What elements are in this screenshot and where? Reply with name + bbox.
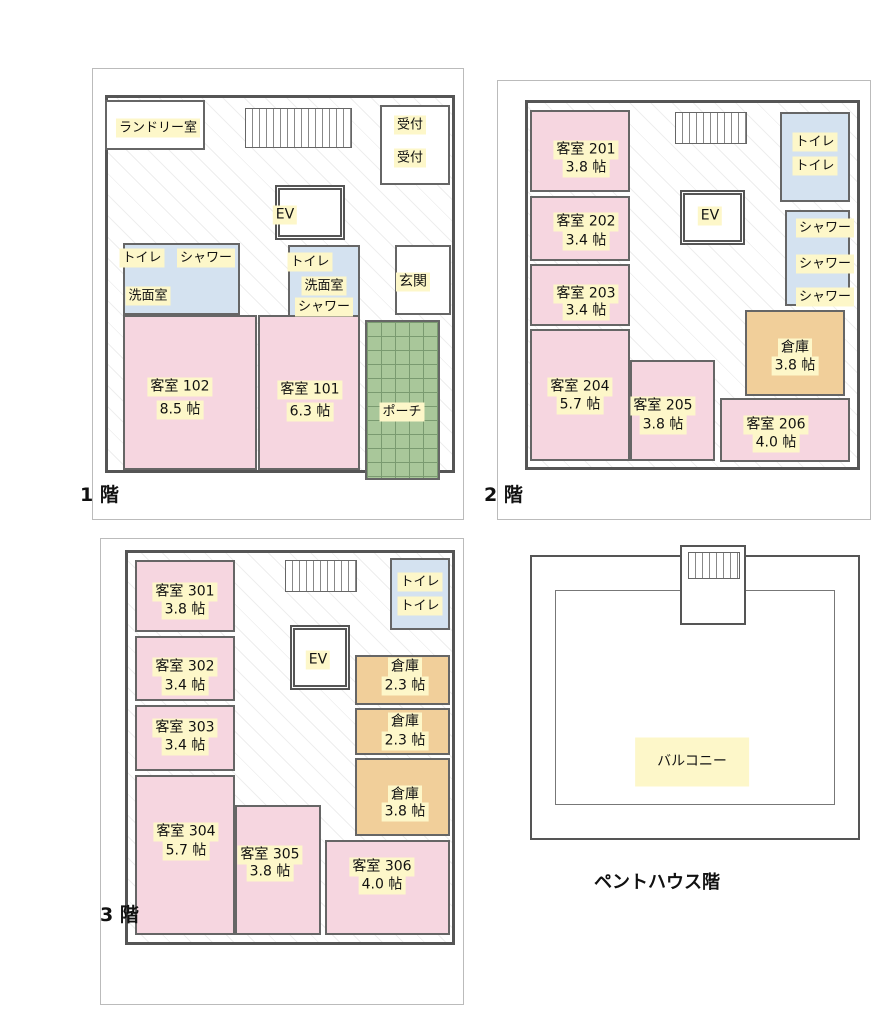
shower-label: シャワー xyxy=(795,218,855,238)
toilet-label: トイレ xyxy=(287,252,333,272)
elevator-label: EV xyxy=(272,205,298,225)
room-size: 3.8 帖 xyxy=(246,862,294,882)
penthouse-title: ペントハウス階 xyxy=(594,872,720,893)
room-name: 客室 101 xyxy=(277,380,343,400)
penthouse-stairs xyxy=(688,552,740,579)
balcony-label: バルコニー xyxy=(635,737,749,787)
entrance-label: 玄関 xyxy=(396,272,430,292)
storage-size: 3.8 帖 xyxy=(381,802,429,822)
room-name: 客室 202 xyxy=(553,212,619,232)
room-name: 客室 203 xyxy=(553,284,619,304)
porch xyxy=(365,320,440,480)
room-name: 客室 302 xyxy=(152,657,218,677)
reception-label: 受付 xyxy=(393,148,427,168)
floor2-title: 2 階 xyxy=(484,484,523,506)
floor3-toilets xyxy=(390,558,450,630)
toilet-label: トイレ xyxy=(119,248,165,268)
laundry-label: ランドリー室 xyxy=(115,118,201,138)
room-name: 客室 304 xyxy=(153,822,219,842)
room-name: 客室 303 xyxy=(152,718,218,738)
reception-label: 受付 xyxy=(393,115,427,135)
room-size: 3.8 帖 xyxy=(562,158,610,178)
storage-size: 2.3 帖 xyxy=(381,731,429,751)
room-name: 客室 305 xyxy=(237,845,303,865)
toilet-label: トイレ xyxy=(397,572,443,592)
storage-name: 倉庫 xyxy=(388,712,422,732)
room-size: 5.7 帖 xyxy=(162,841,210,861)
room-size: 3.4 帖 xyxy=(562,301,610,321)
floor1-plan xyxy=(92,68,464,520)
room-name: 客室 301 xyxy=(152,582,218,602)
storage-name: 倉庫 xyxy=(778,338,812,358)
shower-label: シャワー xyxy=(795,287,855,307)
room-name: 客室 201 xyxy=(553,140,619,160)
elevator-label: EV xyxy=(697,206,723,226)
floor3-title: 3 階 xyxy=(100,904,139,926)
room-size: 3.8 帖 xyxy=(639,415,687,435)
floor2-stairs xyxy=(675,112,747,144)
room-size: 4.0 帖 xyxy=(358,875,406,895)
room-size: 4.0 帖 xyxy=(752,433,800,453)
elevator-label: EV xyxy=(305,650,331,670)
porch-label: ポーチ xyxy=(379,402,425,422)
floor1-title: 1 階 xyxy=(80,484,119,506)
shower-label: シャワー xyxy=(294,297,354,317)
floor2-plan xyxy=(497,80,871,520)
room-size: 3.4 帖 xyxy=(161,736,209,756)
room-name: 客室 306 xyxy=(349,857,415,877)
room-name: 客室 205 xyxy=(630,396,696,416)
storage-name: 倉庫 xyxy=(388,785,422,805)
floor1-stairs xyxy=(245,108,352,148)
washroom-label: 洗面室 xyxy=(301,276,347,296)
room-name: 客室 206 xyxy=(743,415,809,435)
floor3-elevator xyxy=(290,625,350,690)
storage-size: 3.8 帖 xyxy=(771,356,819,376)
floor3-plan xyxy=(100,538,464,1005)
toilet-label: トイレ xyxy=(397,596,443,616)
washroom-label: 洗面室 xyxy=(125,286,171,306)
room-size: 3.4 帖 xyxy=(161,676,209,696)
room-size: 8.5 帖 xyxy=(156,400,204,420)
room-size: 3.4 帖 xyxy=(562,231,610,251)
room-name: 客室 204 xyxy=(547,377,613,397)
toilet-label: トイレ xyxy=(792,156,838,176)
room-size: 3.8 帖 xyxy=(161,600,209,620)
storage-name: 倉庫 xyxy=(388,657,422,677)
shower-label: シャワー xyxy=(176,248,236,268)
room-size: 5.7 帖 xyxy=(556,395,604,415)
toilet-label: トイレ xyxy=(792,132,838,152)
room-301 xyxy=(135,560,235,632)
storage-size: 2.3 帖 xyxy=(381,676,429,696)
floor3-stairs xyxy=(285,560,357,592)
room-size: 6.3 帖 xyxy=(286,402,334,422)
room-name: 客室 102 xyxy=(147,377,213,397)
shower-label: シャワー xyxy=(795,254,855,274)
